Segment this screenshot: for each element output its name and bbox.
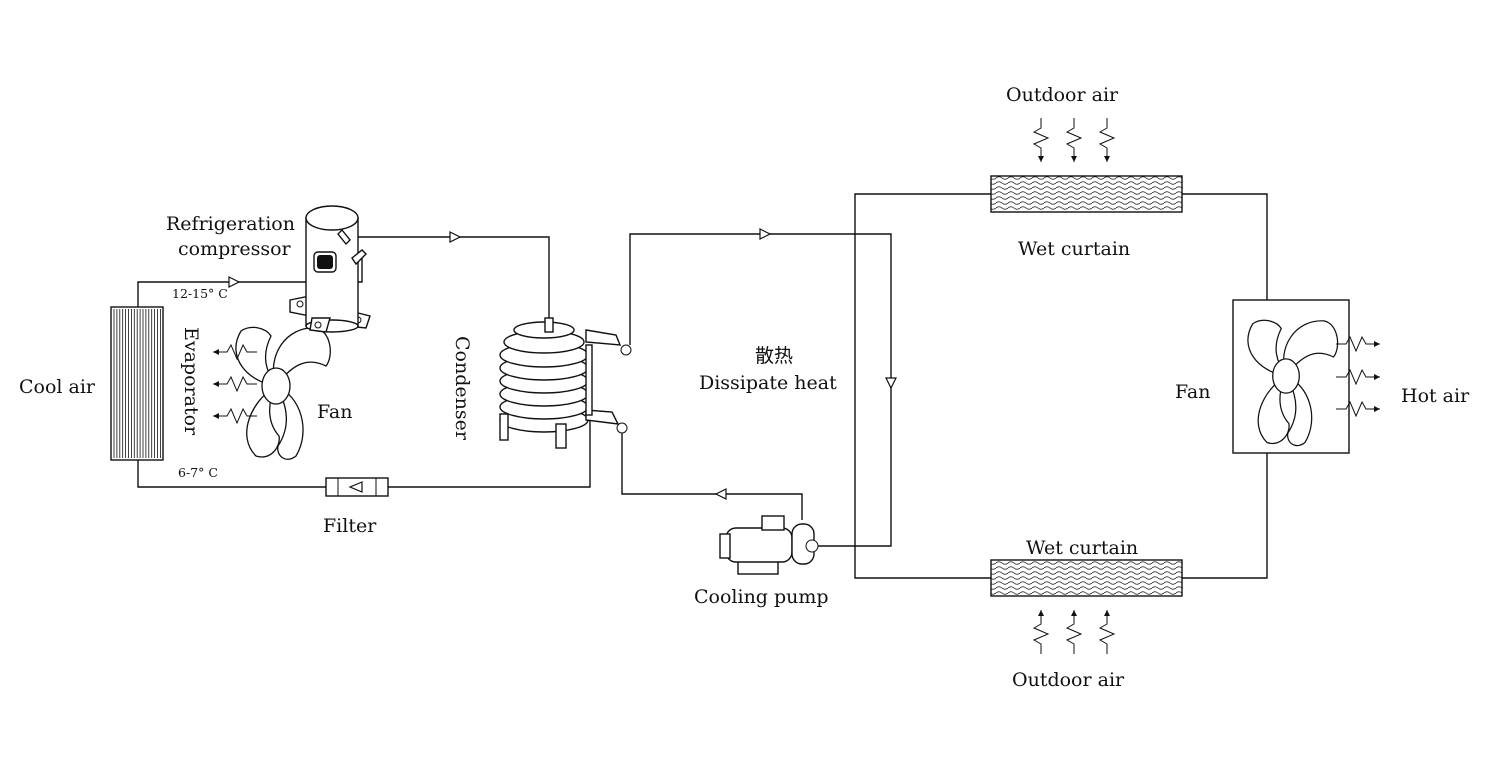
condenser-label: Condenser xyxy=(451,336,473,441)
cooling-pump-label: Cooling pump xyxy=(694,586,829,608)
water-loop xyxy=(621,228,897,547)
flow-arrow-icon xyxy=(759,228,772,240)
airflow-arrow-icon xyxy=(1066,609,1082,655)
airflow-arrow-icon xyxy=(1033,609,1049,655)
pump-icon xyxy=(719,515,819,575)
condenser-coil-icon xyxy=(499,317,632,449)
airflow-arrow-icon xyxy=(1066,117,1082,163)
hot-air-label: Hot air xyxy=(1401,385,1470,407)
flow-arrow-icon xyxy=(449,231,462,243)
dissipate-heat-cn-label: 散热 xyxy=(755,345,793,367)
compressor-label: compressor xyxy=(178,238,292,260)
outdoor-air-bottom-label: Outdoor air xyxy=(1012,669,1125,691)
fan-icon xyxy=(1232,299,1350,454)
fan-icon xyxy=(235,326,331,460)
wet-curtain-icon xyxy=(990,559,1183,597)
airflow-arrow-icon xyxy=(1033,117,1049,163)
temp-high-label: 12-15° C xyxy=(172,286,228,301)
cool-air-label: Cool air xyxy=(19,376,96,398)
flow-arrow-icon xyxy=(714,488,727,500)
temp-low-label: 6-7° C xyxy=(178,465,218,480)
wet-curtain-icon xyxy=(990,175,1183,213)
flow-arrow-icon xyxy=(228,276,241,288)
evaporator-label: Evaporator xyxy=(180,327,202,436)
wet-curtain-top-label: Wet curtain xyxy=(1018,238,1130,260)
fan-right-label: Fan xyxy=(1175,381,1210,403)
dissipate-heat-label: Dissipate heat xyxy=(699,372,837,394)
compressor-label: Refrigeration xyxy=(166,213,295,235)
filter-label: Filter xyxy=(323,515,377,537)
evaporator-coil-icon xyxy=(110,306,164,461)
airflow-arrow-icon xyxy=(212,376,258,392)
air-handler-loop xyxy=(854,193,1268,579)
compressor-icon xyxy=(289,205,371,333)
wet-curtain-bottom-label: Wet curtain xyxy=(1026,537,1138,559)
flow-arrow-icon xyxy=(885,377,897,390)
fan-left-label: Fan xyxy=(317,401,352,423)
outdoor-air-top-label: Outdoor air xyxy=(1006,84,1119,106)
airflow-arrow-icon xyxy=(1099,117,1115,163)
filter-icon xyxy=(325,477,389,497)
airflow-arrow-icon xyxy=(1099,609,1115,655)
